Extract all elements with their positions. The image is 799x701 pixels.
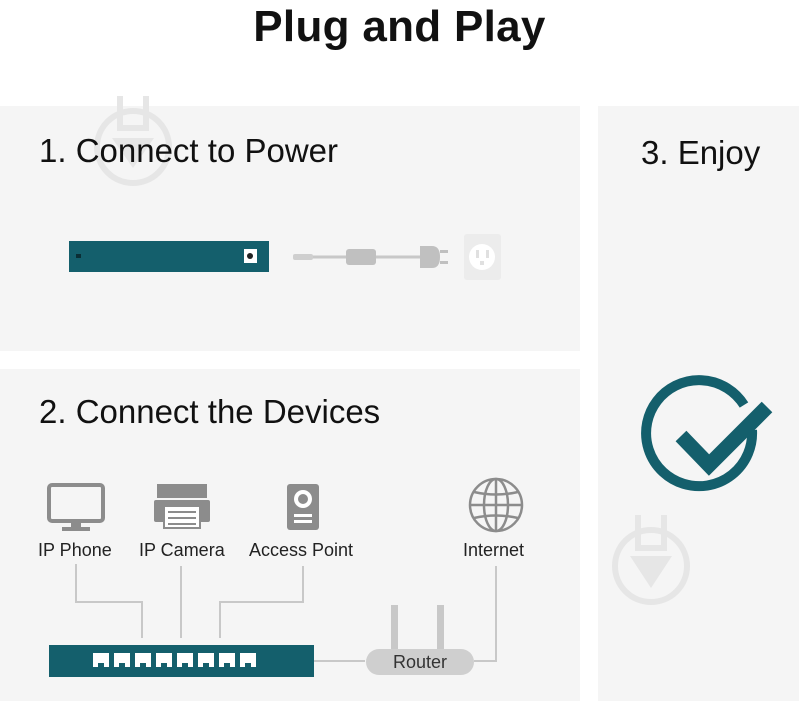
- switch-port: [156, 653, 172, 667]
- access-point-label: Access Point: [249, 540, 354, 560]
- router-icon: [366, 605, 474, 675]
- ip-camera-label: IP Camera: [139, 540, 225, 560]
- monitor-icon: [47, 483, 105, 531]
- switch-port: [240, 653, 256, 667]
- step-2-title: 2. Connect the Devices: [39, 393, 381, 430]
- step-1-title: 1. Connect to Power: [39, 132, 338, 169]
- printer-icon: [154, 484, 210, 529]
- switch-port: [135, 653, 151, 667]
- switch-device: [69, 241, 269, 272]
- checkmark-icon: [641, 375, 773, 492]
- watermark-icon: [612, 515, 690, 605]
- switch-ports: [93, 653, 256, 667]
- step-3-title: 3. Enjoy: [641, 134, 761, 171]
- access-point-icon: [287, 484, 319, 530]
- switch-port-notch: [119, 663, 125, 667]
- switch-port-notch: [98, 663, 104, 667]
- switch-port-notch: [161, 663, 167, 667]
- internet-label: Internet: [463, 540, 525, 560]
- watermark-icon: [94, 96, 172, 186]
- switch-port: [177, 653, 193, 667]
- globe-icon: [468, 477, 524, 533]
- power-plug-icon: [293, 246, 448, 268]
- connection-lines: [75, 564, 497, 662]
- switch-port-notch: [182, 663, 188, 667]
- switch-port-notch: [245, 663, 251, 667]
- switch-port-notch: [203, 663, 209, 667]
- switch-port-notch: [140, 663, 146, 667]
- switch-port: [114, 653, 130, 667]
- switch-port: [93, 653, 109, 667]
- step-enjoy-panel: [598, 106, 799, 701]
- switch-port: [219, 653, 235, 667]
- ip-phone-label: IP Phone: [38, 540, 112, 560]
- outlet-icon: [464, 234, 501, 280]
- switch-port-notch: [224, 663, 230, 667]
- switch-port: [198, 653, 214, 667]
- router-label: Router: [392, 652, 448, 672]
- page-title: Plug and Play: [253, 2, 546, 51]
